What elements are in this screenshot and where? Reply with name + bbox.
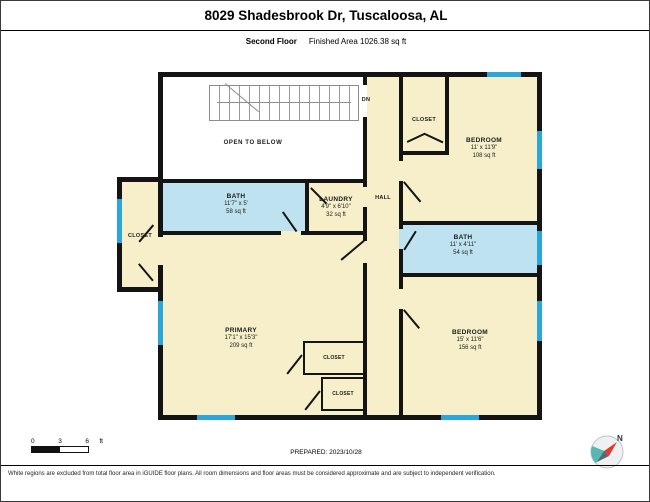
room-dims: 4'9" x 6'10" bbox=[321, 204, 351, 211]
room-name: BATH bbox=[453, 234, 473, 241]
header-divider bbox=[1, 30, 649, 31]
room-area: 54 sq ft bbox=[453, 250, 473, 257]
footer-divider bbox=[1, 465, 649, 466]
room-dims: 15' x 11'6" bbox=[456, 337, 484, 344]
hall-label: HALL bbox=[375, 195, 391, 201]
room-label-laundry: LAUNDRY 4'9" x 6'10" 32 sq ft bbox=[307, 196, 365, 220]
scale-tick-0: 0 bbox=[31, 438, 35, 445]
window-bath-right bbox=[537, 231, 542, 265]
hall-area bbox=[367, 77, 399, 277]
door-opening bbox=[363, 85, 367, 117]
compass-needle-north bbox=[604, 442, 617, 456]
room-label-primary: PRIMARY 17'1" x 15'3" 209 sq ft bbox=[181, 327, 301, 351]
window-primary-bottom bbox=[197, 415, 235, 420]
door-opening bbox=[363, 187, 367, 207]
finished-area: Finished Area 1026.38 sq ft bbox=[308, 37, 407, 46]
compass-wedge bbox=[591, 446, 607, 463]
room-area: 32 sq ft bbox=[326, 212, 346, 219]
scale-tick-6: 6 bbox=[85, 438, 89, 445]
closet-top-label: CLOSET bbox=[411, 117, 437, 123]
floor-subheader: Second Floor Finished Area 1026.38 sq ft bbox=[1, 37, 649, 46]
door-opening bbox=[399, 289, 403, 309]
scale-segment-black bbox=[32, 447, 60, 452]
closet-a-box: CLOSET bbox=[303, 341, 365, 375]
page-title: 8029 Shadesbrook Dr, Tuscaloosa, AL bbox=[204, 8, 448, 23]
room-name: BATH bbox=[226, 193, 246, 200]
room-dims: 11' x 11'9" bbox=[470, 145, 498, 152]
prepared-date: PREPARED: 2023/10/28 bbox=[290, 449, 362, 456]
scale-bar: 0 3 6 ft bbox=[31, 438, 103, 453]
bath-right-area bbox=[403, 225, 537, 273]
room-dims: 11'7" x 5' bbox=[224, 201, 248, 208]
scale-ticks: 0 3 6 ft bbox=[31, 438, 103, 445]
door-opening bbox=[399, 229, 403, 249]
bedroom-tr-area bbox=[449, 77, 537, 221]
closet-b-label: CLOSET bbox=[332, 391, 354, 397]
room-area: 209 sq ft bbox=[229, 343, 253, 350]
scale-segment-white bbox=[60, 447, 88, 452]
room-dims: 11' x 4'11" bbox=[449, 242, 477, 249]
compass-icon: N bbox=[590, 434, 624, 469]
open-to-below-label: OPEN TO BELOW bbox=[223, 140, 283, 146]
room-name: BEDROOM bbox=[451, 329, 489, 336]
room-area: 58 sq ft bbox=[226, 209, 246, 216]
door-opening bbox=[281, 231, 301, 235]
window-bedroom-tr-right bbox=[537, 131, 542, 169]
laundry-area bbox=[309, 183, 363, 231]
closet-b-box: CLOSET bbox=[321, 377, 365, 411]
door-opening bbox=[363, 241, 367, 263]
room-label-bath-left: BATH 11'7" x 5' 58 sq ft bbox=[191, 193, 281, 217]
window-closet-left bbox=[117, 199, 122, 243]
hall-nook-area bbox=[367, 277, 399, 415]
room-area: 108 sq ft bbox=[472, 153, 496, 160]
room-name: PRIMARY bbox=[225, 327, 257, 334]
room-label-bedroom-tr: BEDROOM 11' x 11'9" 108 sq ft bbox=[431, 137, 537, 161]
closet-left-label: CLOSET bbox=[127, 233, 153, 239]
room-name: LAUNDRY bbox=[319, 196, 353, 203]
scale-tick-3: 3 bbox=[58, 438, 62, 445]
room-dims: 17'1" x 15'3" bbox=[224, 335, 258, 342]
bedroom-br-area bbox=[403, 277, 537, 415]
window-bedroom-tr-top bbox=[487, 72, 521, 77]
scale-bar-graphic bbox=[31, 446, 89, 453]
compass-n-label: N bbox=[617, 434, 623, 443]
window-primary-left bbox=[158, 301, 163, 345]
dn-label: DN bbox=[361, 97, 371, 103]
scale-unit: ft bbox=[99, 438, 103, 445]
room-label-bedroom-br: BEDROOM 15' x 11'6" 156 sq ft bbox=[403, 329, 537, 353]
bath-left-area bbox=[163, 183, 305, 231]
door-opening bbox=[158, 237, 163, 265]
compass-needle-south bbox=[597, 451, 609, 462]
stairs-center-line bbox=[217, 102, 351, 103]
room-area: 156 sq ft bbox=[458, 345, 482, 352]
door-opening bbox=[399, 161, 403, 181]
closet-a-label: CLOSET bbox=[323, 355, 345, 361]
room-label-bath-right: BATH 11' x 4'11" 54 sq ft bbox=[403, 234, 523, 258]
room-name: BEDROOM bbox=[465, 137, 503, 144]
closet-left-area bbox=[122, 182, 158, 287]
window-bedroom-br-bottom bbox=[441, 415, 479, 420]
window-bedroom-br-right bbox=[537, 301, 542, 341]
floor-name: Second Floor bbox=[245, 37, 297, 46]
disclaimer-text: White regions are excluded from total fl… bbox=[8, 471, 496, 477]
